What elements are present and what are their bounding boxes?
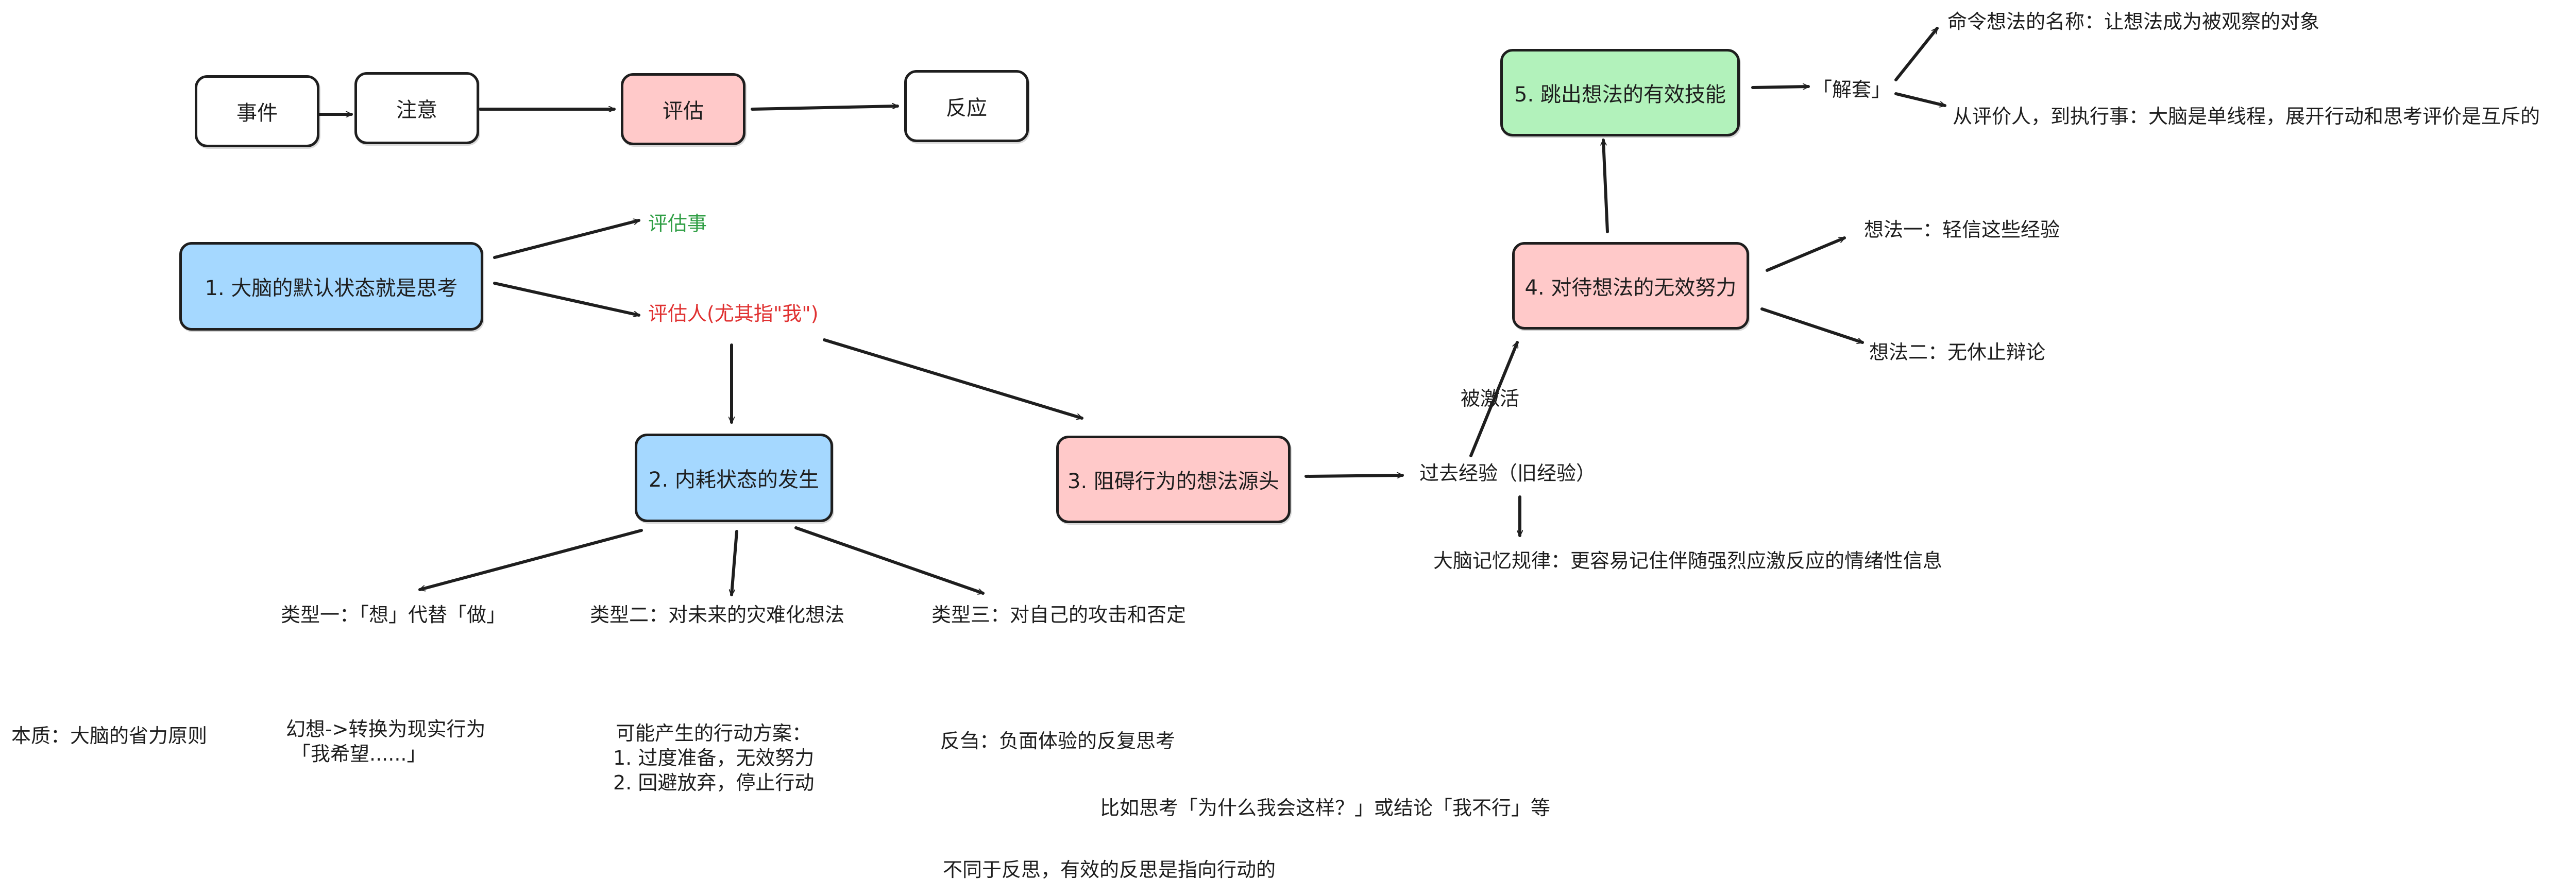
flow-node-attention: 注意 bbox=[354, 72, 479, 144]
arrow-n4-n5 bbox=[1603, 139, 1609, 233]
note-action-2: 2. 回避放弃，停止行动 bbox=[613, 771, 815, 794]
label-past-experience: 过去经验（旧经验） bbox=[1419, 462, 1596, 485]
flow-node-evaluation: 评估 bbox=[621, 73, 745, 145]
arrow-n3-past bbox=[1304, 475, 1404, 476]
label-type2: 类型二：对未来的灾难化想法 bbox=[590, 604, 845, 626]
note-action-title: 可能产生的行动方案： bbox=[616, 722, 812, 745]
flow-node-reaction: 反应 bbox=[904, 70, 1029, 142]
flow-node-event: 事件 bbox=[195, 75, 319, 147]
node-5-effective-skill: 5. 跳出想法的有效技能 bbox=[1500, 49, 1740, 136]
flow-node-attention-label: 注意 bbox=[396, 98, 437, 122]
note-rumination: 反刍：负面体验的反复思考 bbox=[940, 730, 1176, 752]
arrow-people-n3 bbox=[823, 338, 1083, 418]
flow-node-evaluation-label: 评估 bbox=[663, 99, 704, 123]
label-eval-people: 评估人(尤其指"我") bbox=[648, 302, 819, 325]
arrow-n4-thought2 bbox=[1760, 307, 1862, 342]
node-4-label: 4. 对待想法的无效努力 bbox=[1524, 276, 1737, 300]
label-thought2: 想法二：无休止辩论 bbox=[1869, 341, 2046, 364]
node-5-label: 5. 跳出想法的有效技能 bbox=[1514, 83, 1726, 107]
note-fantasy-line2: 「我希望......」 bbox=[291, 743, 427, 765]
label-memory-rule: 大脑记忆规律：更容易记住伴随强烈应激反应的情绪性信息 bbox=[1433, 549, 1943, 572]
label-activated: 被激活 bbox=[1461, 387, 1520, 410]
node-2-label: 2. 内耗状态的发生 bbox=[649, 468, 819, 492]
label-unlock: 「解套」 bbox=[1812, 78, 1891, 101]
arrow-n1-eval-things bbox=[493, 220, 640, 259]
node-1-default-thinking: 1. 大脑的默认状态就是思考 bbox=[179, 242, 483, 331]
label-eval-things: 评估事 bbox=[648, 212, 707, 235]
node-3-label: 3. 阻碍行为的想法源头 bbox=[1067, 470, 1279, 493]
label-thought1: 想法一：轻信这些经验 bbox=[1864, 218, 2060, 241]
flow-node-reaction-label: 反应 bbox=[946, 96, 987, 120]
arrow-n2-type1 bbox=[418, 529, 643, 590]
note-essence: 本质：大脑的省力原则 bbox=[11, 725, 208, 747]
label-type3: 类型三：对自己的攻击和否定 bbox=[931, 604, 1187, 626]
arrow-unlock-name bbox=[1894, 27, 1939, 81]
note-difference: 不同于反思，有效的反思是指向行动的 bbox=[943, 858, 1276, 881]
arrow-evaluation-reaction bbox=[751, 106, 899, 111]
arrow-n1-eval-people bbox=[493, 282, 640, 315]
note-fantasy-line1: 幻想->转换为现实行为 bbox=[286, 718, 486, 740]
arrow-n4-thought1 bbox=[1766, 236, 1846, 272]
note-example: 比如思考「为什么我会这样？」或结论「我不行」等 bbox=[1100, 797, 1551, 819]
label-name-thought: 命令想法的名称：让想法成为被观察的对象 bbox=[1947, 10, 2320, 33]
arrow-past-n4 bbox=[1469, 341, 1519, 457]
node-3-obstructive-thoughts: 3. 阻碍行为的想法源头 bbox=[1056, 436, 1291, 523]
note-action-1: 1. 过度准备，无效努力 bbox=[613, 747, 815, 769]
label-from-eval: 从评价人，到执行事：大脑是单线程，展开行动和思考评价是互斥的 bbox=[1953, 105, 2540, 128]
node-2-internal-friction: 2. 内耗状态的发生 bbox=[635, 434, 833, 522]
arrow-unlock-eval bbox=[1894, 92, 1946, 106]
label-type1: 类型一：「想」代替「做」 bbox=[281, 604, 506, 626]
node-1-label: 1. 大脑的默认状态就是思考 bbox=[205, 277, 458, 300]
node-4-ineffective-effort: 4. 对待想法的无效努力 bbox=[1512, 242, 1749, 330]
arrow-n2-type2 bbox=[732, 530, 738, 596]
arrow-n5-unlock bbox=[1751, 87, 1810, 88]
flow-node-event-label: 事件 bbox=[236, 101, 278, 125]
arrow-n2-type3 bbox=[794, 526, 983, 595]
